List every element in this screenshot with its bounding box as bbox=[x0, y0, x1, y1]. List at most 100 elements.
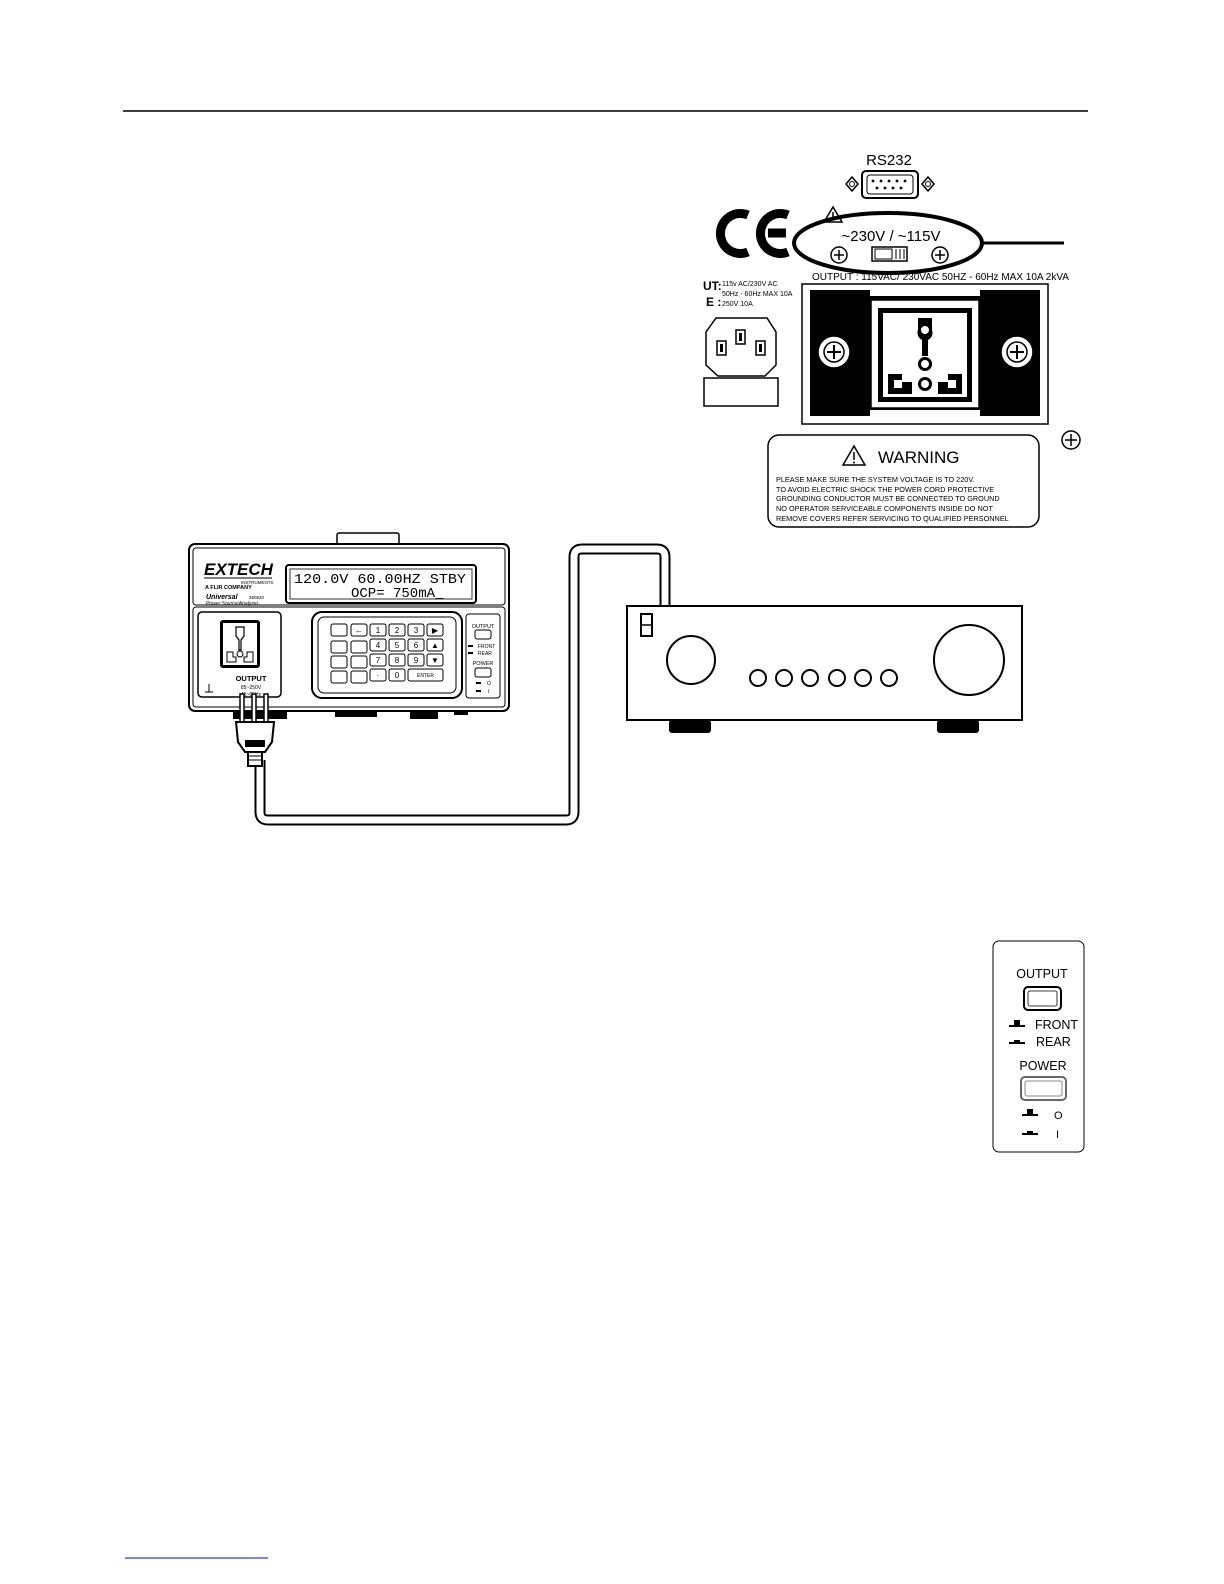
front-outlet-label: OUTPUT bbox=[236, 674, 267, 683]
front-indicator-icon bbox=[1009, 1020, 1025, 1027]
rs232-port bbox=[845, 170, 935, 199]
key-3[interactable] bbox=[407, 623, 425, 637]
front-side-controls: OUTPUT FRONT REAR POWER O I bbox=[465, 613, 501, 699]
warning-line: GROUNDING CONDUCTOR MUST BE CONNECTED TO… bbox=[776, 494, 1000, 503]
rear-indicator-icon bbox=[1009, 1040, 1025, 1044]
function-keys bbox=[330, 623, 368, 684]
device-buttons bbox=[749, 669, 898, 687]
detail-off-label: O bbox=[1054, 1110, 1063, 1122]
input-label-1: UT: bbox=[703, 279, 722, 293]
device-button[interactable] bbox=[775, 669, 793, 687]
output-power-detail: OUTPUT FRONT REAR POWER O I bbox=[992, 940, 1085, 1153]
key-label: 4 bbox=[376, 641, 381, 650]
device-left-knob[interactable] bbox=[666, 635, 716, 685]
key-down[interactable] bbox=[426, 653, 444, 667]
key-1[interactable] bbox=[369, 623, 387, 637]
brand-company: A FLIR COMPANY bbox=[205, 585, 252, 591]
key-7[interactable] bbox=[369, 653, 387, 667]
brand-sub: INSTRUMENTS bbox=[241, 580, 274, 585]
power-cable bbox=[254, 543, 671, 826]
side-output-button[interactable] bbox=[474, 629, 492, 640]
key-backspace[interactable] bbox=[350, 623, 368, 637]
detail-front-label: FRONT bbox=[1035, 1018, 1078, 1032]
function-key[interactable] bbox=[350, 655, 368, 669]
input-spec-1: 115v AC/230V AC bbox=[722, 281, 778, 288]
key-label: 8 bbox=[395, 656, 400, 665]
side-rear-label: REAR bbox=[478, 651, 492, 657]
device-button[interactable] bbox=[854, 669, 872, 687]
key-6[interactable] bbox=[407, 638, 425, 652]
device-volume-knob[interactable] bbox=[933, 624, 1005, 696]
key-label: · bbox=[377, 671, 380, 680]
detail-rear-label: REAR bbox=[1036, 1035, 1071, 1049]
key-0[interactable] bbox=[388, 668, 406, 682]
detail-power-button[interactable] bbox=[1020, 1076, 1067, 1101]
key-label: ▲ bbox=[431, 641, 439, 650]
key-4[interactable] bbox=[369, 638, 387, 652]
function-key[interactable] bbox=[330, 623, 348, 637]
brand-logo: EXTECH bbox=[204, 560, 274, 579]
screw-icon bbox=[830, 246, 848, 264]
detail-output-button[interactable] bbox=[1023, 986, 1062, 1011]
warning-label: WARNING PLEASE MAKE SURE THE SYSTEM VOLT… bbox=[767, 434, 1040, 528]
function-key[interactable] bbox=[330, 670, 348, 684]
function-key[interactable] bbox=[350, 640, 368, 654]
key-up[interactable] bbox=[426, 638, 444, 652]
power-plug bbox=[234, 693, 276, 767]
key-9[interactable] bbox=[407, 653, 425, 667]
output-rating-label: OUTPUT : 115VAC/ 230VAC 50HZ - 60Hz MAX … bbox=[812, 272, 1069, 283]
detail-on-label: I bbox=[1056, 1129, 1059, 1141]
device-button[interactable] bbox=[828, 669, 846, 687]
key-label: ▼ bbox=[431, 656, 439, 665]
device-button[interactable] bbox=[801, 669, 819, 687]
key-label: 0 bbox=[395, 671, 400, 680]
side-power-button[interactable] bbox=[474, 667, 492, 678]
voltage-slide-switch[interactable] bbox=[871, 246, 908, 262]
key-8[interactable] bbox=[388, 653, 406, 667]
device-button[interactable] bbox=[749, 669, 767, 687]
side-on-label: I bbox=[488, 689, 489, 695]
function-key[interactable] bbox=[330, 655, 348, 669]
rs232-label: RS232 bbox=[866, 152, 912, 169]
warning-line: NO OPERATOR SERVICEABLE COMPONENTS INSID… bbox=[776, 504, 993, 513]
rear-output-socket bbox=[801, 283, 1049, 425]
keypad: ← 1 2 3 ▶ 4 5 6 ▲ 7 8 9 ▼ bbox=[311, 611, 463, 699]
warning-title: WARNING bbox=[878, 448, 960, 467]
key-label: ▶ bbox=[432, 626, 439, 635]
function-key[interactable] bbox=[330, 640, 348, 654]
key-label: ENTER bbox=[417, 673, 434, 679]
key-label: 6 bbox=[414, 641, 419, 650]
front-output-socket: OUTPUT 85~250V 45~65Hz bbox=[197, 611, 282, 698]
front-outlet-spec-1: 85~250V bbox=[241, 685, 262, 691]
on-indicator-icon bbox=[1022, 1131, 1038, 1135]
key-label: 7 bbox=[376, 656, 381, 665]
key-enter[interactable] bbox=[407, 668, 444, 682]
key-dot[interactable] bbox=[369, 668, 387, 682]
device-foot bbox=[937, 720, 979, 733]
detail-power-label: POWER bbox=[1019, 1059, 1066, 1073]
key-2[interactable] bbox=[388, 623, 406, 637]
rear-panel: RS232 ~230V / ~115V bbox=[703, 152, 1081, 528]
lcd-line-2: OCP= 750mA_ bbox=[351, 586, 444, 602]
warning-line: REMOVE COVERS REFER SERVICING TO QUALIFI… bbox=[776, 514, 1009, 523]
key-label: 5 bbox=[395, 641, 400, 650]
voltage-switch-label: ~230V / ~115V bbox=[842, 228, 941, 245]
warning-line: PLEASE MAKE SURE THE SYSTEM VOLTAGE IS T… bbox=[776, 475, 975, 484]
detail-output-label: OUTPUT bbox=[1016, 967, 1068, 981]
function-key[interactable] bbox=[350, 670, 368, 684]
key-5[interactable] bbox=[388, 638, 406, 652]
key-right[interactable] bbox=[426, 623, 444, 637]
device-foot bbox=[669, 720, 711, 733]
key-label: ← bbox=[355, 626, 363, 635]
ce-mark-icon bbox=[715, 209, 790, 258]
side-off-label: O bbox=[487, 681, 491, 687]
model-name: Universal bbox=[206, 594, 239, 601]
side-front-label: FRONT bbox=[478, 644, 495, 650]
off-indicator-icon bbox=[1022, 1109, 1038, 1116]
device-button[interactable] bbox=[880, 669, 898, 687]
screw-icon bbox=[931, 246, 949, 264]
input-spec-3: 250V 10A bbox=[722, 301, 753, 308]
ground-screw-icon bbox=[1061, 430, 1081, 450]
power-source-unit: EXTECH INSTRUMENTS A FLIR COMPANY Univer… bbox=[188, 532, 510, 719]
